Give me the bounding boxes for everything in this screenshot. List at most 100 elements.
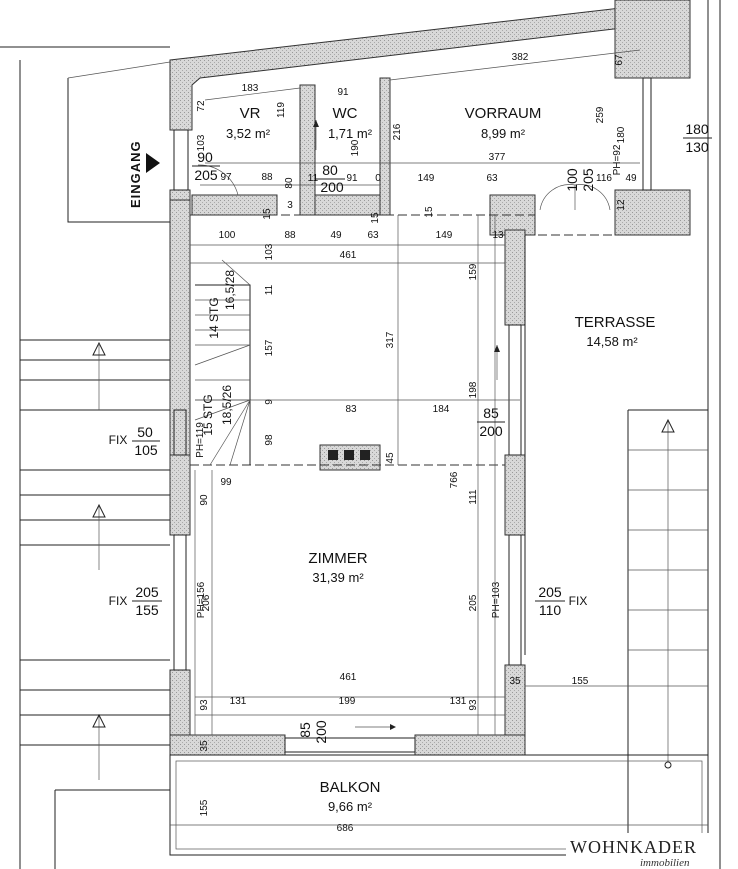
window-right-top: 205 bbox=[538, 584, 562, 600]
dim: 88 bbox=[261, 172, 273, 183]
door-labels: 90 205 80 200 100 205 85 200 85 200 bbox=[192, 149, 596, 744]
dim: 317 bbox=[385, 331, 396, 348]
dim: 199 bbox=[339, 696, 356, 707]
dim: 83 bbox=[345, 404, 357, 415]
dim: 63 bbox=[367, 230, 379, 241]
dim: 90 bbox=[199, 494, 210, 506]
window-right-ph: PH=103 bbox=[491, 581, 502, 618]
dim: 91 bbox=[346, 173, 358, 184]
room-vorraum-name: VORRAUM bbox=[465, 105, 542, 122]
dim: 91 bbox=[337, 87, 349, 98]
dim: 155 bbox=[572, 676, 589, 687]
dim: 72 bbox=[196, 100, 207, 112]
door-vorraum-bottom: 205 bbox=[580, 168, 596, 192]
dim: 116 bbox=[596, 173, 612, 184]
dim: 461 bbox=[340, 250, 357, 261]
dim: 3 bbox=[287, 200, 293, 211]
dim: 88 bbox=[284, 230, 296, 241]
stair-labels: 14 STG 16,5/28 15 STG 18,5/26 PH=119 bbox=[195, 270, 237, 458]
window-left-ph: PH=156 bbox=[196, 581, 207, 618]
dim: 35 bbox=[509, 676, 521, 687]
dim: 15 bbox=[424, 206, 435, 218]
window-right-fix: FIX bbox=[569, 594, 588, 608]
dim: 377 bbox=[489, 152, 506, 163]
dim: 461 bbox=[340, 672, 357, 683]
logo-sub: immobilien bbox=[640, 857, 690, 869]
window-vorraum-top: 180 bbox=[685, 121, 709, 137]
door-terrasse-top: 85 bbox=[483, 405, 499, 421]
dim: 49 bbox=[625, 173, 637, 184]
dim: 0 bbox=[375, 173, 381, 184]
window-stair-fix: FIX bbox=[109, 433, 128, 447]
door-balkon-top: 85 bbox=[297, 722, 313, 738]
dim: 103 bbox=[196, 134, 207, 151]
walls bbox=[169, 0, 691, 756]
dim: 216 bbox=[392, 123, 403, 140]
dim: 155 bbox=[199, 799, 210, 816]
window-left-bottom: 155 bbox=[135, 602, 159, 618]
dim: 12 bbox=[616, 199, 627, 211]
door-entrance-bottom: 205 bbox=[194, 167, 218, 183]
dim: 103 bbox=[264, 243, 275, 260]
interior-lines bbox=[146, 49, 709, 856]
dim: 13 bbox=[492, 230, 504, 241]
entrance-label: EINGANG bbox=[128, 140, 143, 208]
room-vorraum-area: 8,99 m² bbox=[481, 126, 526, 141]
windows bbox=[173, 77, 652, 753]
exterior-stairs-left bbox=[20, 339, 170, 869]
dim: 766 bbox=[449, 471, 460, 488]
stair-lower-count: 15 STG bbox=[201, 394, 215, 435]
room-vr-area: 3,52 m² bbox=[226, 126, 271, 141]
room-balkon-name: BALKON bbox=[320, 779, 381, 796]
stair-upper-count: 14 STG bbox=[207, 297, 221, 338]
room-zimmer-name: ZIMMER bbox=[308, 550, 367, 567]
dim: 119 bbox=[276, 102, 287, 118]
window-vorraum-bottom: 130 bbox=[685, 139, 709, 155]
dim: 686 bbox=[337, 823, 354, 834]
wohnkader-logo: WOHNKADER immobilien bbox=[566, 833, 716, 869]
room-terrasse-name: TERRASSE bbox=[575, 314, 656, 331]
window-vorraum-ph: PH=92 bbox=[612, 144, 623, 175]
dim: 100 bbox=[219, 230, 236, 241]
dim: 11 bbox=[264, 284, 275, 295]
door-wc-top: 80 bbox=[322, 162, 338, 178]
dim: 9 bbox=[264, 399, 275, 405]
dim: 157 bbox=[264, 339, 275, 356]
entrance-arrow-icon bbox=[146, 153, 160, 173]
dim: 93 bbox=[468, 699, 479, 711]
site-lines bbox=[0, 0, 721, 869]
dim: 111 bbox=[468, 489, 479, 505]
logo-brand: WOHNKADER bbox=[570, 837, 697, 857]
dim: 184 bbox=[433, 404, 450, 415]
exterior-stairs-right bbox=[627, 409, 708, 869]
room-wc-name: WC bbox=[333, 105, 358, 122]
dim: 98 bbox=[264, 434, 275, 446]
dim: 180 bbox=[616, 126, 627, 143]
dimension-labels: 382 67 183 91 72 119 216 259 180 103 190… bbox=[196, 52, 637, 834]
window-right-bottom: 110 bbox=[539, 602, 562, 618]
room-vr-name: VR bbox=[240, 105, 261, 122]
door-terrasse-bottom: 200 bbox=[479, 423, 503, 439]
dim: 382 bbox=[512, 52, 529, 63]
dim: 99 bbox=[220, 477, 232, 488]
dim: 45 bbox=[385, 452, 396, 464]
stair-upper-rise: 16,5/28 bbox=[223, 270, 237, 310]
dim: 159 bbox=[468, 263, 479, 280]
dim: 190 bbox=[350, 139, 361, 156]
dim: 259 bbox=[595, 106, 606, 123]
dim: 131 bbox=[450, 696, 467, 707]
dim: 35 bbox=[199, 740, 210, 752]
dim: 97 bbox=[220, 172, 232, 183]
dim: 206 bbox=[201, 594, 212, 611]
door-entrance-top: 90 bbox=[197, 149, 213, 165]
room-zimmer-area: 31,39 m² bbox=[312, 570, 364, 585]
room-balkon-area: 9,66 m² bbox=[328, 799, 373, 814]
dim: 93 bbox=[199, 699, 210, 711]
dim: 205 bbox=[468, 594, 479, 611]
dim: 67 bbox=[614, 54, 625, 66]
window-stair-bottom: 105 bbox=[134, 442, 158, 458]
window-left-top: 205 bbox=[135, 584, 159, 600]
dim: 149 bbox=[436, 230, 453, 241]
dim: 49 bbox=[330, 230, 342, 241]
